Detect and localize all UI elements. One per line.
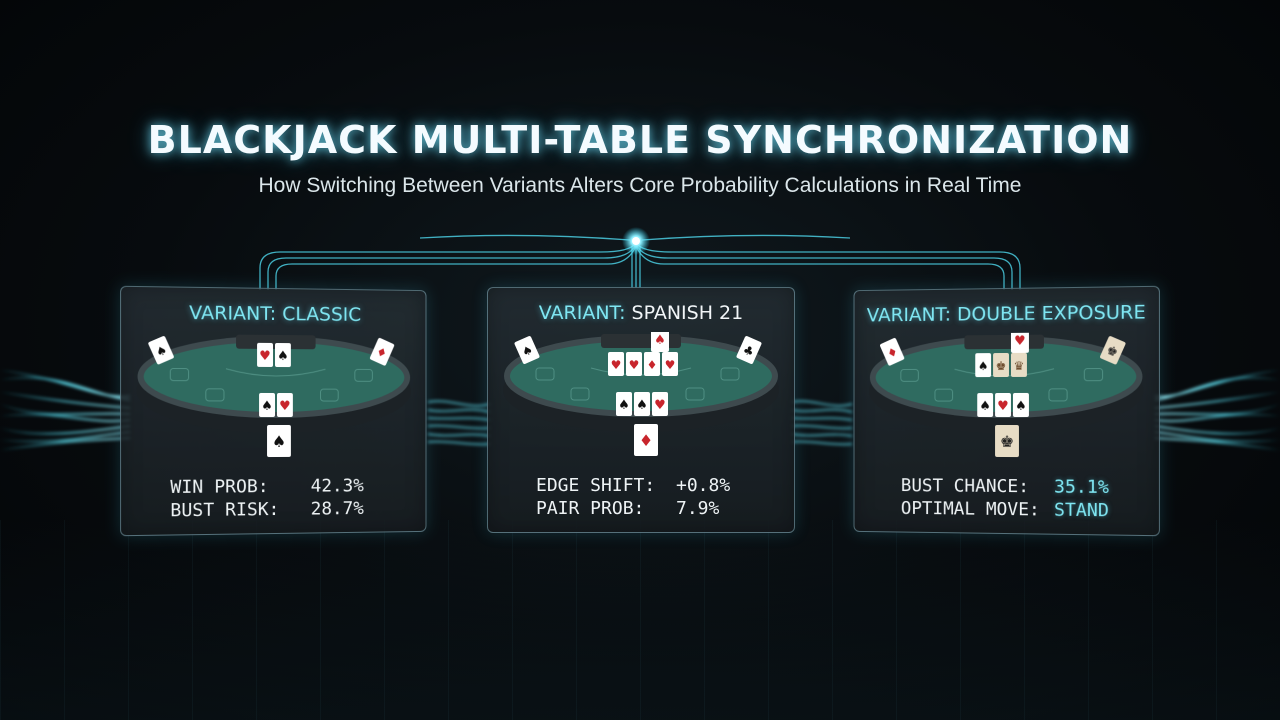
stat-row: BUST RISK: 28.7%	[170, 497, 364, 522]
variant-prefix: VARIANT:	[867, 304, 957, 327]
svg-text:♥: ♥	[654, 398, 666, 413]
stat-label: OPTIMAL MOVE:	[901, 497, 1054, 522]
svg-text:♦: ♦	[647, 358, 658, 372]
svg-text:♠: ♠	[277, 349, 289, 364]
stat-value: STAND	[1054, 499, 1109, 523]
svg-text:♥: ♥	[611, 358, 622, 372]
variant-panel-double-exposure[interactable]: VARIANT: DOUBLE EXPOSURE ♥ ♠ ♚ ♛ ♦ ♚ ♠	[854, 286, 1160, 536]
stat-value: 42.3%	[311, 474, 364, 497]
blackjack-table-icon: ♠ ♥ ♥ ♦ ♥ ♠ ♣ ♠ ♠ ♥ ♦	[496, 332, 786, 472]
stat-row: BUST CHANCE: 35.1%	[901, 474, 1109, 499]
svg-text:♠: ♠	[272, 432, 286, 451]
svg-text:♥: ♥	[665, 358, 676, 372]
variant-name: SPANISH 21	[632, 302, 744, 324]
stream-right-center	[792, 401, 852, 444]
svg-text:♦: ♦	[639, 431, 653, 450]
stat-value: 35.1%	[1054, 475, 1109, 499]
stat-label: BUST RISK:	[170, 498, 310, 523]
svg-text:♛: ♛	[1014, 359, 1025, 373]
stat-label: PAIR PROB:	[536, 497, 676, 520]
stream-left-center	[428, 401, 490, 444]
stream-right	[1155, 370, 1280, 450]
page-subtitle: How Switching Between Variants Alters Co…	[0, 174, 1280, 198]
variant-title: VARIANT: SPANISH 21	[488, 302, 794, 324]
stat-label: BUST CHANCE:	[901, 474, 1054, 498]
svg-text:♠: ♠	[654, 333, 666, 348]
svg-text:♠: ♠	[979, 399, 991, 414]
svg-text:♠: ♠	[618, 398, 630, 413]
stat-label: EDGE SHIFT:	[536, 474, 676, 497]
stat-row: EDGE SHIFT: +0.8%	[536, 474, 730, 497]
stat-row: OPTIMAL MOVE: STAND	[901, 497, 1109, 522]
svg-text:♥: ♥	[1014, 334, 1026, 349]
svg-text:♠: ♠	[978, 359, 989, 373]
svg-text:♥: ♥	[997, 399, 1009, 414]
variant-prefix: VARIANT:	[539, 302, 632, 324]
blackjack-table-icon: ♥ ♠ ♠ ♦ ♠ ♥ ♠	[129, 332, 417, 474]
svg-text:♠: ♠	[1015, 399, 1027, 414]
stat-row: PAIR PROB: 7.9%	[536, 497, 730, 520]
svg-text:♚: ♚	[1000, 432, 1014, 451]
stats-block: EDGE SHIFT: +0.8% PAIR PROB: 7.9%	[536, 474, 730, 520]
stat-value: +0.8%	[676, 474, 730, 497]
stat-row: WIN PROB: 42.3%	[170, 474, 364, 499]
variant-name: CLASSIC	[282, 303, 361, 326]
variant-panel-classic[interactable]: VARIANT: CLASSIC ♥ ♠ ♠ ♦ ♠ ♥ ♠	[120, 286, 426, 536]
svg-text:♚: ♚	[996, 359, 1007, 373]
svg-text:♥: ♥	[259, 349, 271, 364]
variant-name: DOUBLE EXPOSURE	[957, 301, 1146, 325]
stat-value: 28.7%	[311, 497, 364, 520]
stat-label: WIN PROB:	[170, 475, 310, 499]
stats-block: WIN PROB: 42.3% BUST RISK: 28.7%	[170, 474, 364, 522]
svg-text:♥: ♥	[279, 399, 291, 414]
svg-text:♠: ♠	[261, 399, 273, 414]
stat-value: 7.9%	[676, 497, 719, 520]
variant-title: VARIANT: CLASSIC	[121, 301, 425, 326]
variant-panel-spanish-21[interactable]: VARIANT: SPANISH 21 ♠ ♥ ♥ ♦ ♥ ♠ ♣	[487, 287, 795, 533]
variant-title: VARIANT: DOUBLE EXPOSURE	[854, 301, 1158, 326]
blackjack-table-icon: ♥ ♠ ♚ ♛ ♦ ♚ ♠ ♥ ♠ ♚	[862, 332, 1150, 474]
stats-block: BUST CHANCE: 35.1% OPTIMAL MOVE: STAND	[901, 474, 1109, 522]
svg-text:♠: ♠	[636, 398, 648, 413]
svg-text:♥: ♥	[629, 358, 640, 372]
variant-prefix: VARIANT:	[189, 302, 282, 325]
stream-left	[0, 370, 130, 450]
sync-node-core	[632, 237, 640, 245]
page-title: BLACKJACK MULTI-TABLE SYNCHRONIZATION	[0, 118, 1280, 162]
